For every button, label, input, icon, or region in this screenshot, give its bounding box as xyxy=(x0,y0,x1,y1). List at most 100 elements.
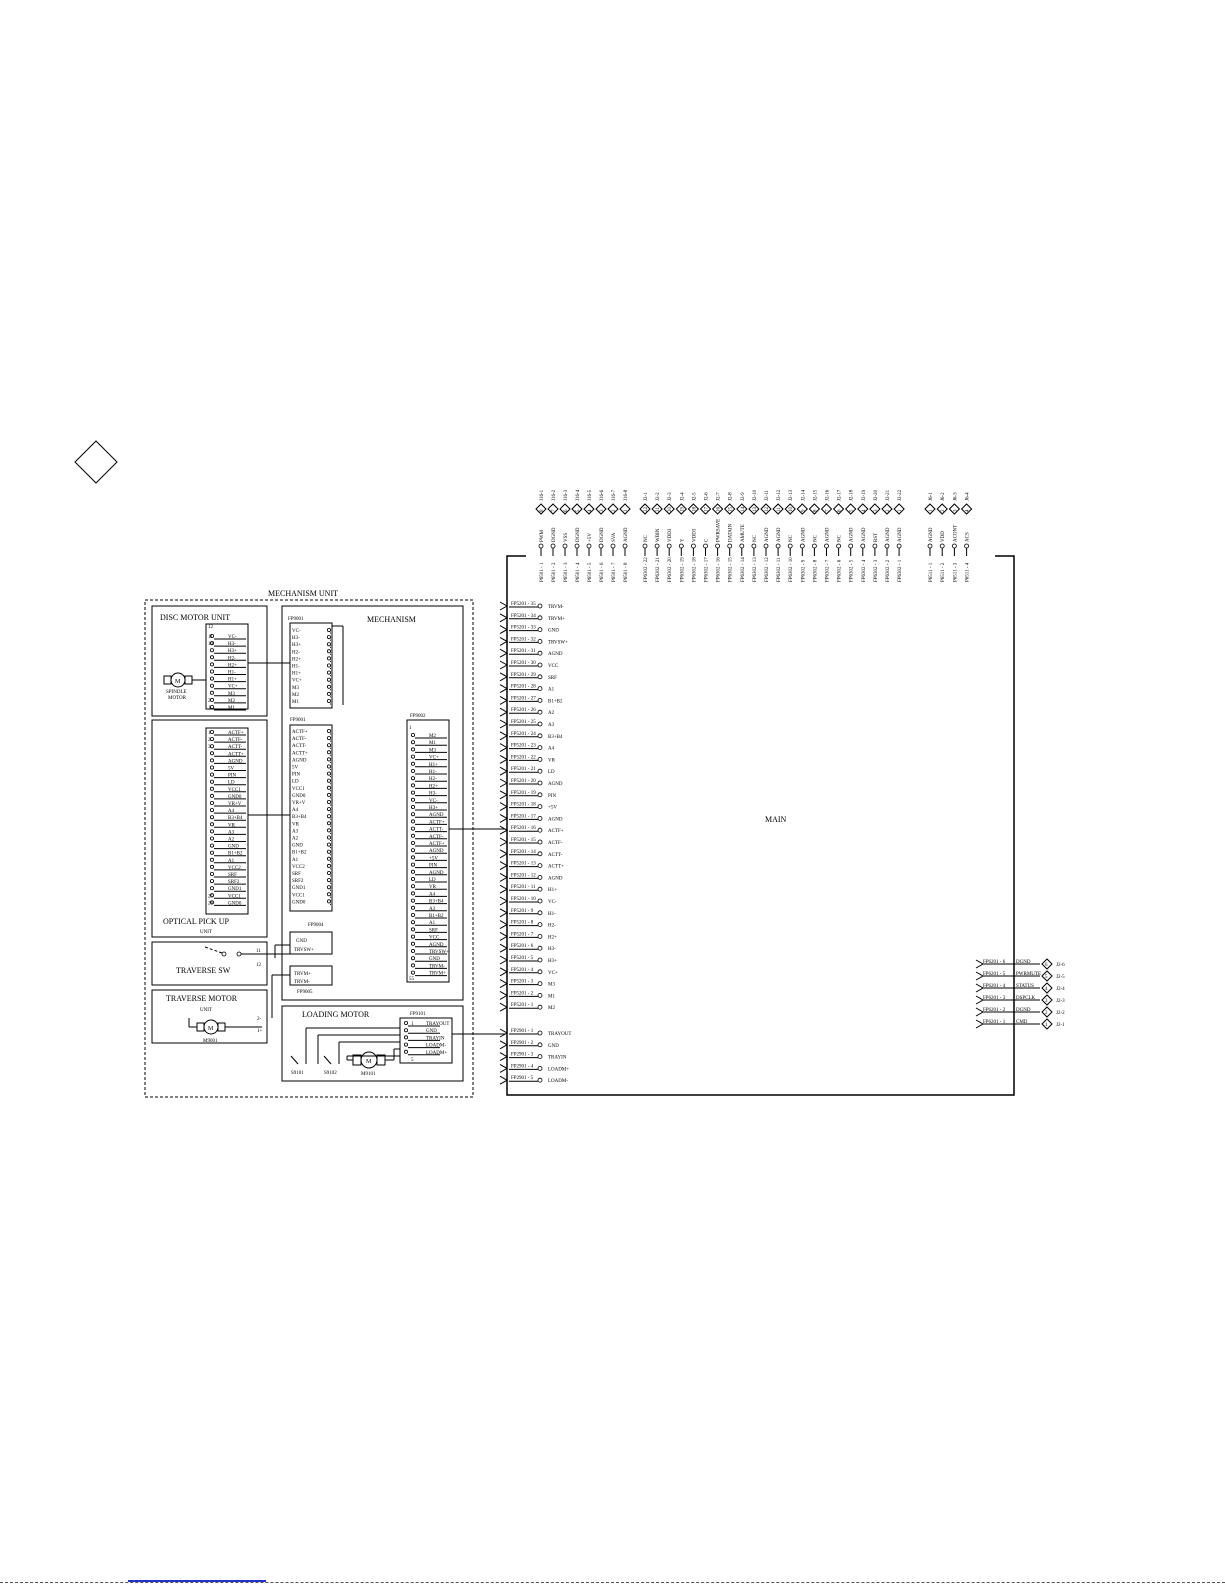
pin-label: GND0 xyxy=(292,794,306,799)
pin-label: SRF xyxy=(429,928,438,933)
main-pin-signal: TRAYOUT xyxy=(548,1032,571,1037)
pin-label: AGND xyxy=(429,871,444,876)
pin-dot xyxy=(403,1035,408,1040)
pin-dot xyxy=(410,956,415,961)
main-pin-ref: FP5201 - 19 xyxy=(511,791,536,796)
pin-label: H1- xyxy=(429,770,437,775)
pin-label: ACTF+ xyxy=(429,820,445,825)
main-pin-ref: FP5201 - 33 xyxy=(511,626,536,631)
pin-dot xyxy=(209,669,214,674)
main-pin-ref: FP5201 - 23 xyxy=(511,744,536,749)
main-pin-dot xyxy=(537,639,543,644)
pin-label: ACTF- xyxy=(429,835,444,840)
right-pin-dest: J2-4 xyxy=(1056,987,1065,992)
top-pin-signal: NC xyxy=(789,534,794,542)
pin-dot xyxy=(410,769,415,774)
top-pin-signal: AGND xyxy=(765,527,770,542)
pin-dot xyxy=(326,842,331,847)
top-pin-dest: J2-17 xyxy=(838,489,843,501)
top-pin-dot xyxy=(896,543,902,549)
top-pin-signal: DGND xyxy=(600,527,605,542)
connector-arrow xyxy=(499,872,509,882)
main-pin-signal: H2- xyxy=(548,924,556,929)
mechanism-title: MECHANISM xyxy=(367,615,416,624)
top-pin-dest: J2-12 xyxy=(777,489,782,501)
top-pin-dest: J2-18 xyxy=(850,489,855,501)
right-pin-signal: CMD xyxy=(1016,1020,1028,1025)
pin-dot xyxy=(326,699,331,704)
right-connector-arrow xyxy=(975,971,985,981)
top-pin-signal: VSS xyxy=(564,533,569,542)
connector-arrow xyxy=(499,766,509,776)
pin-label: VR+V xyxy=(228,802,242,807)
top-pin-num: 6 xyxy=(838,509,843,512)
right-pin-num: 3 xyxy=(1045,999,1048,1004)
main-pin-signal: M2 xyxy=(548,1006,555,1011)
pin-label: TRVM- xyxy=(429,964,445,969)
top-pin-diamond xyxy=(571,503,583,515)
top-pin-diamond xyxy=(663,503,675,515)
pin-dot xyxy=(410,855,415,860)
right-pin-ref: FP6201 - 6 xyxy=(983,960,1006,965)
connector-arrow xyxy=(499,648,509,658)
main-pin-signal: GND xyxy=(548,629,559,634)
top-pin-diamond xyxy=(784,503,796,515)
pin-label: H2+ xyxy=(228,663,237,668)
top-pin-dest: J16-2 xyxy=(552,489,557,501)
pin-label: A4 xyxy=(228,809,235,814)
pin-label: VR+V xyxy=(292,801,306,806)
pin-label: A1 xyxy=(292,858,299,863)
main-pin-signal: AGND xyxy=(548,652,563,657)
top-pin-diamond xyxy=(547,503,559,515)
connector-arrow xyxy=(499,825,509,835)
pin-dot xyxy=(209,758,214,763)
pin-dot xyxy=(326,821,331,826)
pin-label: SRF xyxy=(292,872,301,877)
top-pin-diamond xyxy=(772,503,784,515)
top-pin-dest: J2-22 xyxy=(898,489,903,501)
top-pin-signal: AGND xyxy=(850,527,855,542)
loading-motor-ref: M9101 xyxy=(361,1072,376,1077)
main-pin-signal: LOADM+ xyxy=(548,1067,569,1072)
right-pin-num: 5 xyxy=(1045,975,1048,980)
top-pin-num: 5 xyxy=(576,509,581,512)
pin-dot xyxy=(209,779,214,784)
pin-dot xyxy=(209,893,214,898)
top-pin-num: 9 xyxy=(801,509,806,512)
top-pin-dot xyxy=(751,543,757,549)
top-pin-num: 7 xyxy=(552,509,557,512)
pin-dot xyxy=(410,905,415,910)
pin-label: H3- xyxy=(429,792,437,797)
optical-pickup-title: OPTICAL PICK UP xyxy=(163,917,229,926)
top-pin-diamond xyxy=(723,503,736,515)
pin-dot xyxy=(326,849,331,854)
top-pin-dest: J2-9 xyxy=(741,492,746,501)
s9101-label: S9101 xyxy=(291,1071,304,1076)
pin-label: A1 xyxy=(228,859,235,864)
top-pin-num: 22 xyxy=(644,507,649,513)
top-pin-num: 3 xyxy=(600,509,605,512)
top-pin-ref: FP6302 - 10 xyxy=(789,557,794,582)
connector-arrow xyxy=(499,967,509,977)
top-pin-ref: FP6302 - 3 xyxy=(874,559,879,582)
pin-label: ACTT+ xyxy=(228,752,244,757)
right-pin-ref: FP6201 - 4 xyxy=(983,984,1006,989)
pin-dot xyxy=(326,892,331,897)
top-pin-num: 2 xyxy=(886,509,891,512)
pin-label: B3+B4 xyxy=(292,815,307,820)
top-pin-dot xyxy=(927,543,933,549)
pin-label: LD xyxy=(292,780,299,785)
traverse-motor-box xyxy=(151,989,268,1044)
pin-dot xyxy=(209,857,214,862)
top-pin-num: 8 xyxy=(540,509,545,512)
pin-label: A3 xyxy=(228,830,235,835)
top-pin-signal: VDD3 xyxy=(692,528,697,542)
top-pin-signal: VDD3 xyxy=(668,528,673,542)
pin-dot xyxy=(410,848,415,853)
main-pin-ref: FP5201 - 28 xyxy=(511,685,536,690)
right-connector-arrow xyxy=(975,995,985,1005)
pin-dot xyxy=(326,628,331,633)
